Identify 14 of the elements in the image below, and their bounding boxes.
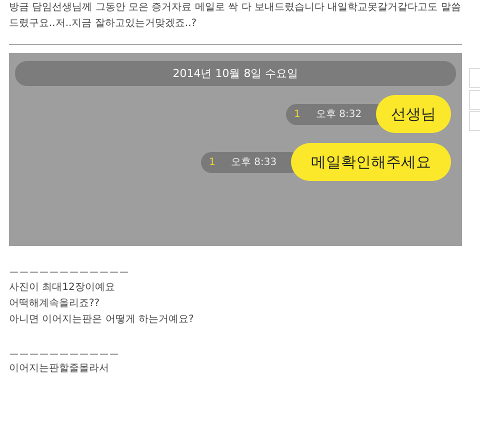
separator-text: ㅡㅡㅡㅡㅡㅡㅡㅡㅡㅡㅡ: [9, 346, 120, 360]
post-text-line: 아니면 이어지는판은 어떻게 하는거예요?: [9, 313, 195, 327]
post-text-line: 사진이 최대12장이예요: [9, 281, 116, 295]
message-bubble: 메일확인해주세요: [291, 143, 451, 181]
timestamp: 오후 8:33: [231, 156, 277, 170]
timestamp: 오후 8:32: [316, 108, 362, 122]
post-text-line: 이어지는판할줄몰라서: [9, 362, 110, 376]
date-header: 2014년 10월 8일 수요일: [15, 61, 456, 86]
separator-text: ㅡㅡㅡㅡㅡㅡㅡㅡㅡㅡㅡㅡ: [9, 264, 130, 278]
post-paragraph: 방금 담임선생님께 그동안 모은 증거자료 메일로 싹 다 보내드렸습니다 내일학교못갈거같다고도 말씀드렸구요..저..지금 잘하고있는거맞겠죠..?: [9, 1, 462, 31]
post-text-line: 어떡해계속올리죠??: [9, 297, 101, 311]
message-bubble: 선생님: [376, 95, 451, 133]
unread-count: 1: [294, 108, 300, 122]
unread-count: 1: [209, 156, 216, 170]
